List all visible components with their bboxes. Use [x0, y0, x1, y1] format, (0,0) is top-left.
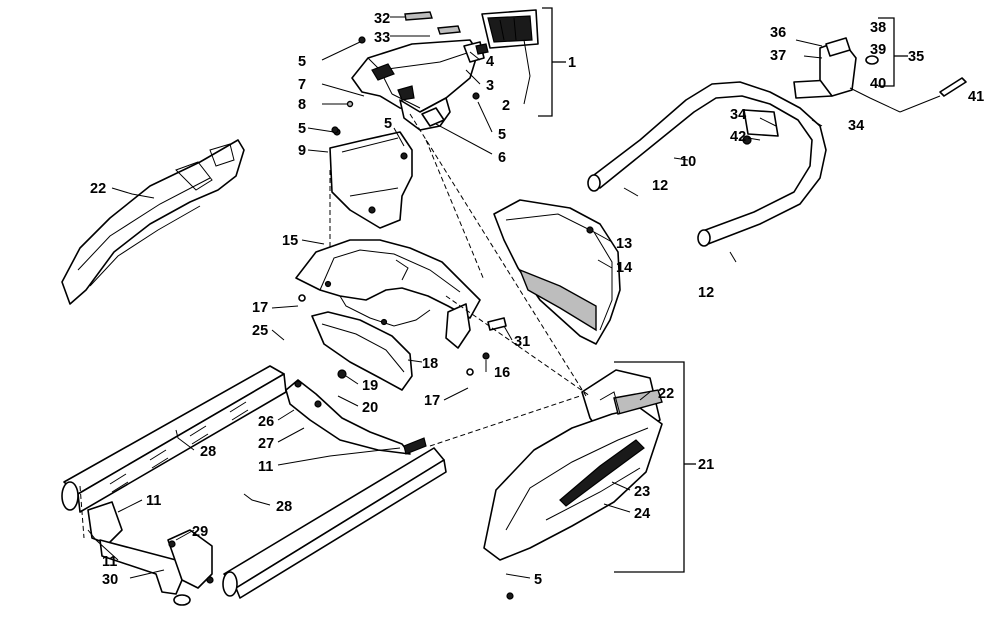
callout-36: 36 [770, 25, 786, 41]
callout-11: 11 [146, 493, 161, 509]
callout-31: 31 [514, 334, 530, 350]
callout-41: 41 [968, 89, 984, 105]
leader-lines [87, 16, 941, 579]
callout-28: 28 [200, 444, 216, 460]
callout-34: 34 [848, 118, 864, 134]
callout-40: 40 [870, 76, 886, 92]
rail-bracket [285, 379, 427, 455]
group-brackets [79, 7, 908, 573]
callout-5: 5 [298, 54, 306, 70]
callout-10: 10 [680, 154, 696, 170]
callout-5: 5 [298, 121, 306, 137]
callout-19: 19 [362, 378, 378, 394]
callout-30: 30 [102, 572, 118, 588]
callout-labels: 32 33 5 4 3 1 7 8 2 5 5 5 9 6 36 37 38 3… [90, 11, 984, 588]
callout-17: 17 [424, 393, 440, 409]
callout-32: 32 [374, 11, 390, 27]
flap-bracket [329, 128, 413, 280]
taillight-assembly [346, 9, 539, 131]
callout-22: 22 [658, 386, 674, 402]
fasteners [298, 126, 752, 600]
cross-rail-bottom [222, 447, 447, 599]
callout-5: 5 [534, 572, 542, 588]
callout-6: 6 [498, 150, 506, 166]
callout-2: 2 [502, 98, 510, 114]
callout-42: 42 [730, 129, 746, 145]
callout-13: 13 [616, 236, 632, 252]
callout-28: 28 [276, 499, 292, 515]
callout-15: 15 [282, 233, 298, 249]
callout-4: 4 [486, 54, 494, 70]
callout-29: 29 [192, 524, 208, 540]
callout-37: 37 [770, 48, 786, 64]
side-panel-assembly [483, 369, 663, 561]
callout-24: 24 [634, 506, 650, 522]
callout-12: 12 [652, 178, 668, 194]
callout-22: 22 [90, 181, 106, 197]
grab-handle [587, 79, 833, 247]
callout-17: 17 [252, 300, 268, 316]
callout-21: 21 [698, 457, 714, 473]
callout-38: 38 [870, 20, 886, 36]
mount-bracket-lower [87, 501, 214, 606]
callout-7: 7 [298, 77, 306, 93]
callout-1: 1 [568, 55, 576, 71]
callout-33: 33 [374, 30, 390, 46]
callout-25: 25 [252, 323, 268, 339]
callout-5: 5 [384, 116, 392, 132]
callout-11: 11 [258, 459, 273, 475]
callout-20: 20 [362, 400, 378, 416]
callout-11: 11 [102, 554, 117, 570]
callout-5: 5 [498, 127, 506, 143]
callout-8: 8 [298, 97, 306, 113]
cross-rail-left [61, 365, 287, 513]
callout-18: 18 [422, 356, 438, 372]
callout-16: 16 [494, 365, 510, 381]
callout-23: 23 [634, 484, 650, 500]
hitch-hardware [795, 37, 967, 97]
callout-14: 14 [616, 260, 632, 276]
right-panel [493, 199, 621, 345]
callout-9: 9 [298, 143, 306, 159]
callout-35: 35 [908, 49, 924, 65]
callout-34: 34 [730, 107, 746, 123]
rear-fender [295, 239, 481, 349]
snow-flap [311, 311, 413, 391]
callout-3: 3 [486, 78, 494, 94]
callout-39: 39 [870, 42, 886, 58]
callout-12: 12 [698, 285, 714, 301]
callout-26: 26 [258, 414, 274, 430]
callout-27: 27 [258, 436, 274, 452]
left-side-panel [61, 139, 245, 305]
